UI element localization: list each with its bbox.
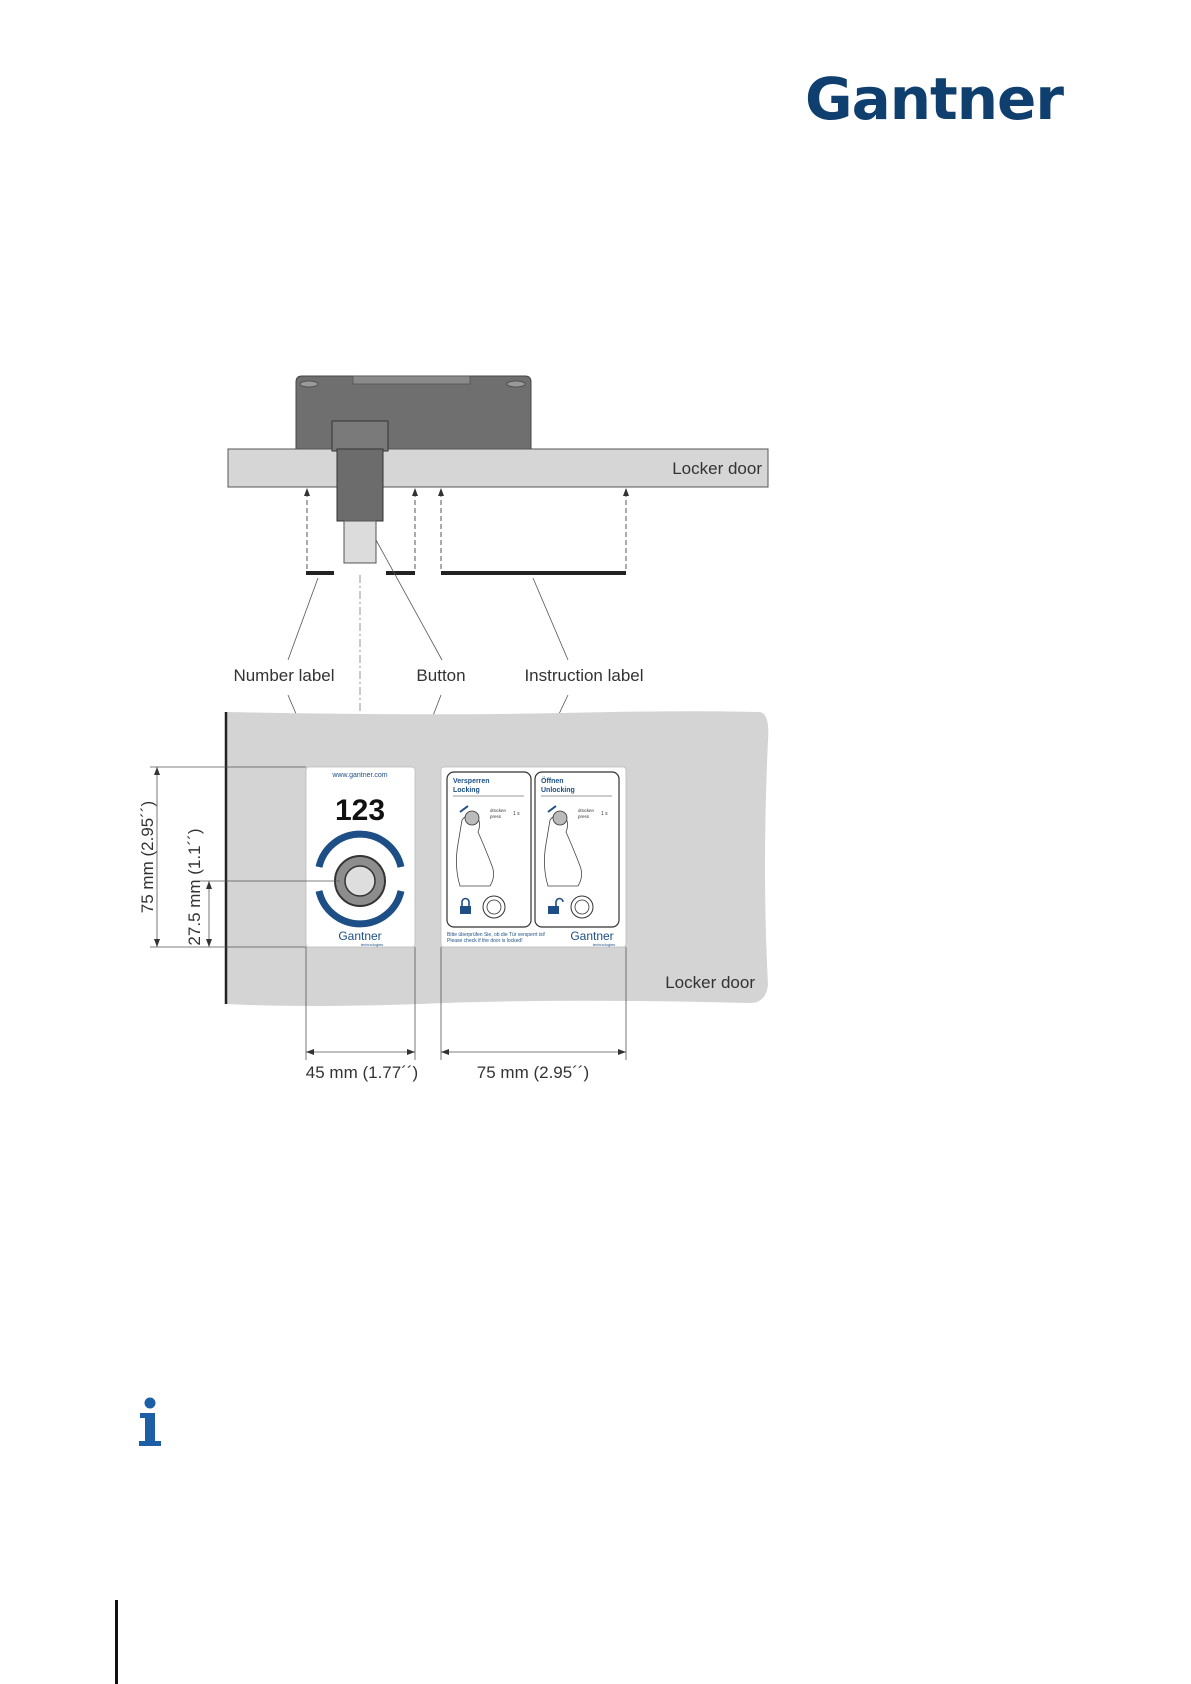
- callout-number-label: Number label: [233, 666, 334, 685]
- locking-title-en: Locking: [453, 787, 480, 794]
- number-label-card: www.gantner.com 123 Gantner technologies: [305, 766, 416, 948]
- unlocking-press-de: drücken: [578, 808, 595, 813]
- dim-height-center: 27.5 mm (1.1´´): [185, 828, 204, 945]
- button-tip: [343, 520, 377, 564]
- locker-number: 123: [335, 794, 385, 827]
- front-view: Locker door www.gantner.com 123 Gantner …: [224, 711, 769, 1006]
- lock-housing-top: [352, 375, 471, 385]
- dim-width-number-label: 45 mm (1.77´´): [306, 1063, 418, 1082]
- dimension-arrows: [154, 767, 626, 1055]
- top-view: Locker door: [227, 375, 769, 905]
- instruction-footer-en: Please check if the door is locked!: [447, 938, 523, 944]
- instruction-footer-de: Bitte überprüfen Sie, ob die Tür versper…: [447, 932, 545, 938]
- callout-instruction-label: Instruction label: [524, 666, 643, 685]
- locking-press-de: drücken: [490, 808, 507, 813]
- number-label-brand: Gantner: [338, 929, 381, 943]
- top-door-label: Locker door: [672, 459, 762, 478]
- info-icon: [139, 1397, 161, 1446]
- front-door-label: Locker door: [665, 973, 755, 992]
- dim-height-total: 75 mm (2.95´´): [138, 801, 157, 913]
- unlocking-panel: [534, 771, 620, 928]
- button-head: [331, 420, 389, 452]
- unlocking-title-en: Unlocking: [541, 787, 575, 794]
- dim-width-instruction-label: 75 mm (2.95´´): [477, 1063, 589, 1082]
- unlocking-duration: 1 s: [601, 811, 608, 817]
- locking-title-de: Versperren: [453, 778, 490, 785]
- number-label-brand-sub: technologies: [361, 942, 383, 947]
- unlocking-press-en: press: [578, 814, 590, 819]
- instruction-brand-sub: technologies: [593, 942, 615, 947]
- button-center: [344, 865, 376, 897]
- locking-duration: 1 s: [513, 811, 520, 817]
- instruction-label-edge: [441, 571, 626, 575]
- locker-door-section: [227, 448, 769, 488]
- dimension-lines: [150, 766, 627, 1060]
- gantner-logo: Gantner: [805, 65, 1064, 133]
- unlocking-title-de: Öffnen: [541, 776, 564, 785]
- lock-open-icon: [548, 897, 564, 914]
- locking-panel: [446, 771, 532, 928]
- lock-closed-icon: [460, 897, 471, 914]
- callout-button: Button: [416, 666, 465, 685]
- instruction-brand: Gantner: [570, 929, 613, 943]
- instruction-label-card: Versperren Locking drücken press 1 s Öff…: [440, 766, 627, 948]
- lock-housing: [295, 375, 532, 450]
- button-shaft: [336, 448, 384, 522]
- page-margin-rule: [115, 1600, 118, 1684]
- locking-press-en: press: [490, 814, 502, 819]
- number-label-url: www.gantner.com: [331, 772, 387, 779]
